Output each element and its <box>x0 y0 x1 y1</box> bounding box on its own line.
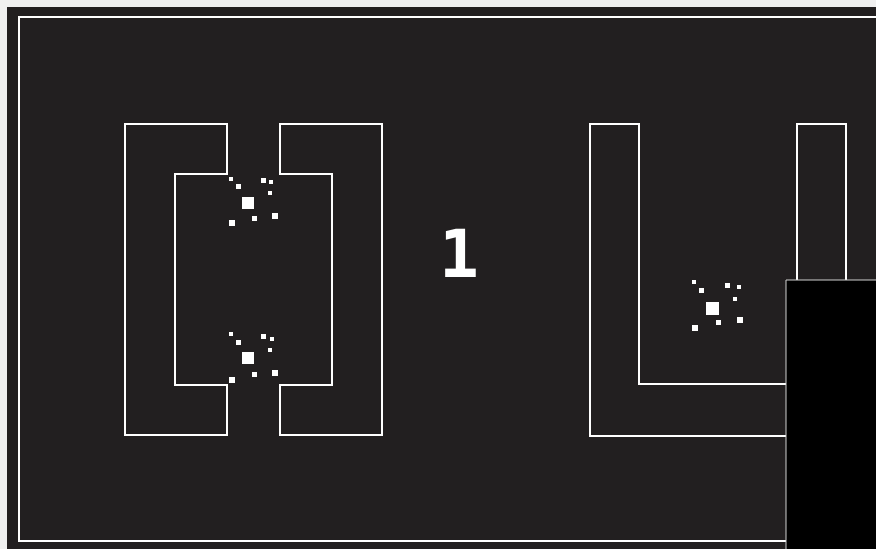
occluding-panel <box>786 280 876 549</box>
level-number: 1 <box>439 216 479 293</box>
